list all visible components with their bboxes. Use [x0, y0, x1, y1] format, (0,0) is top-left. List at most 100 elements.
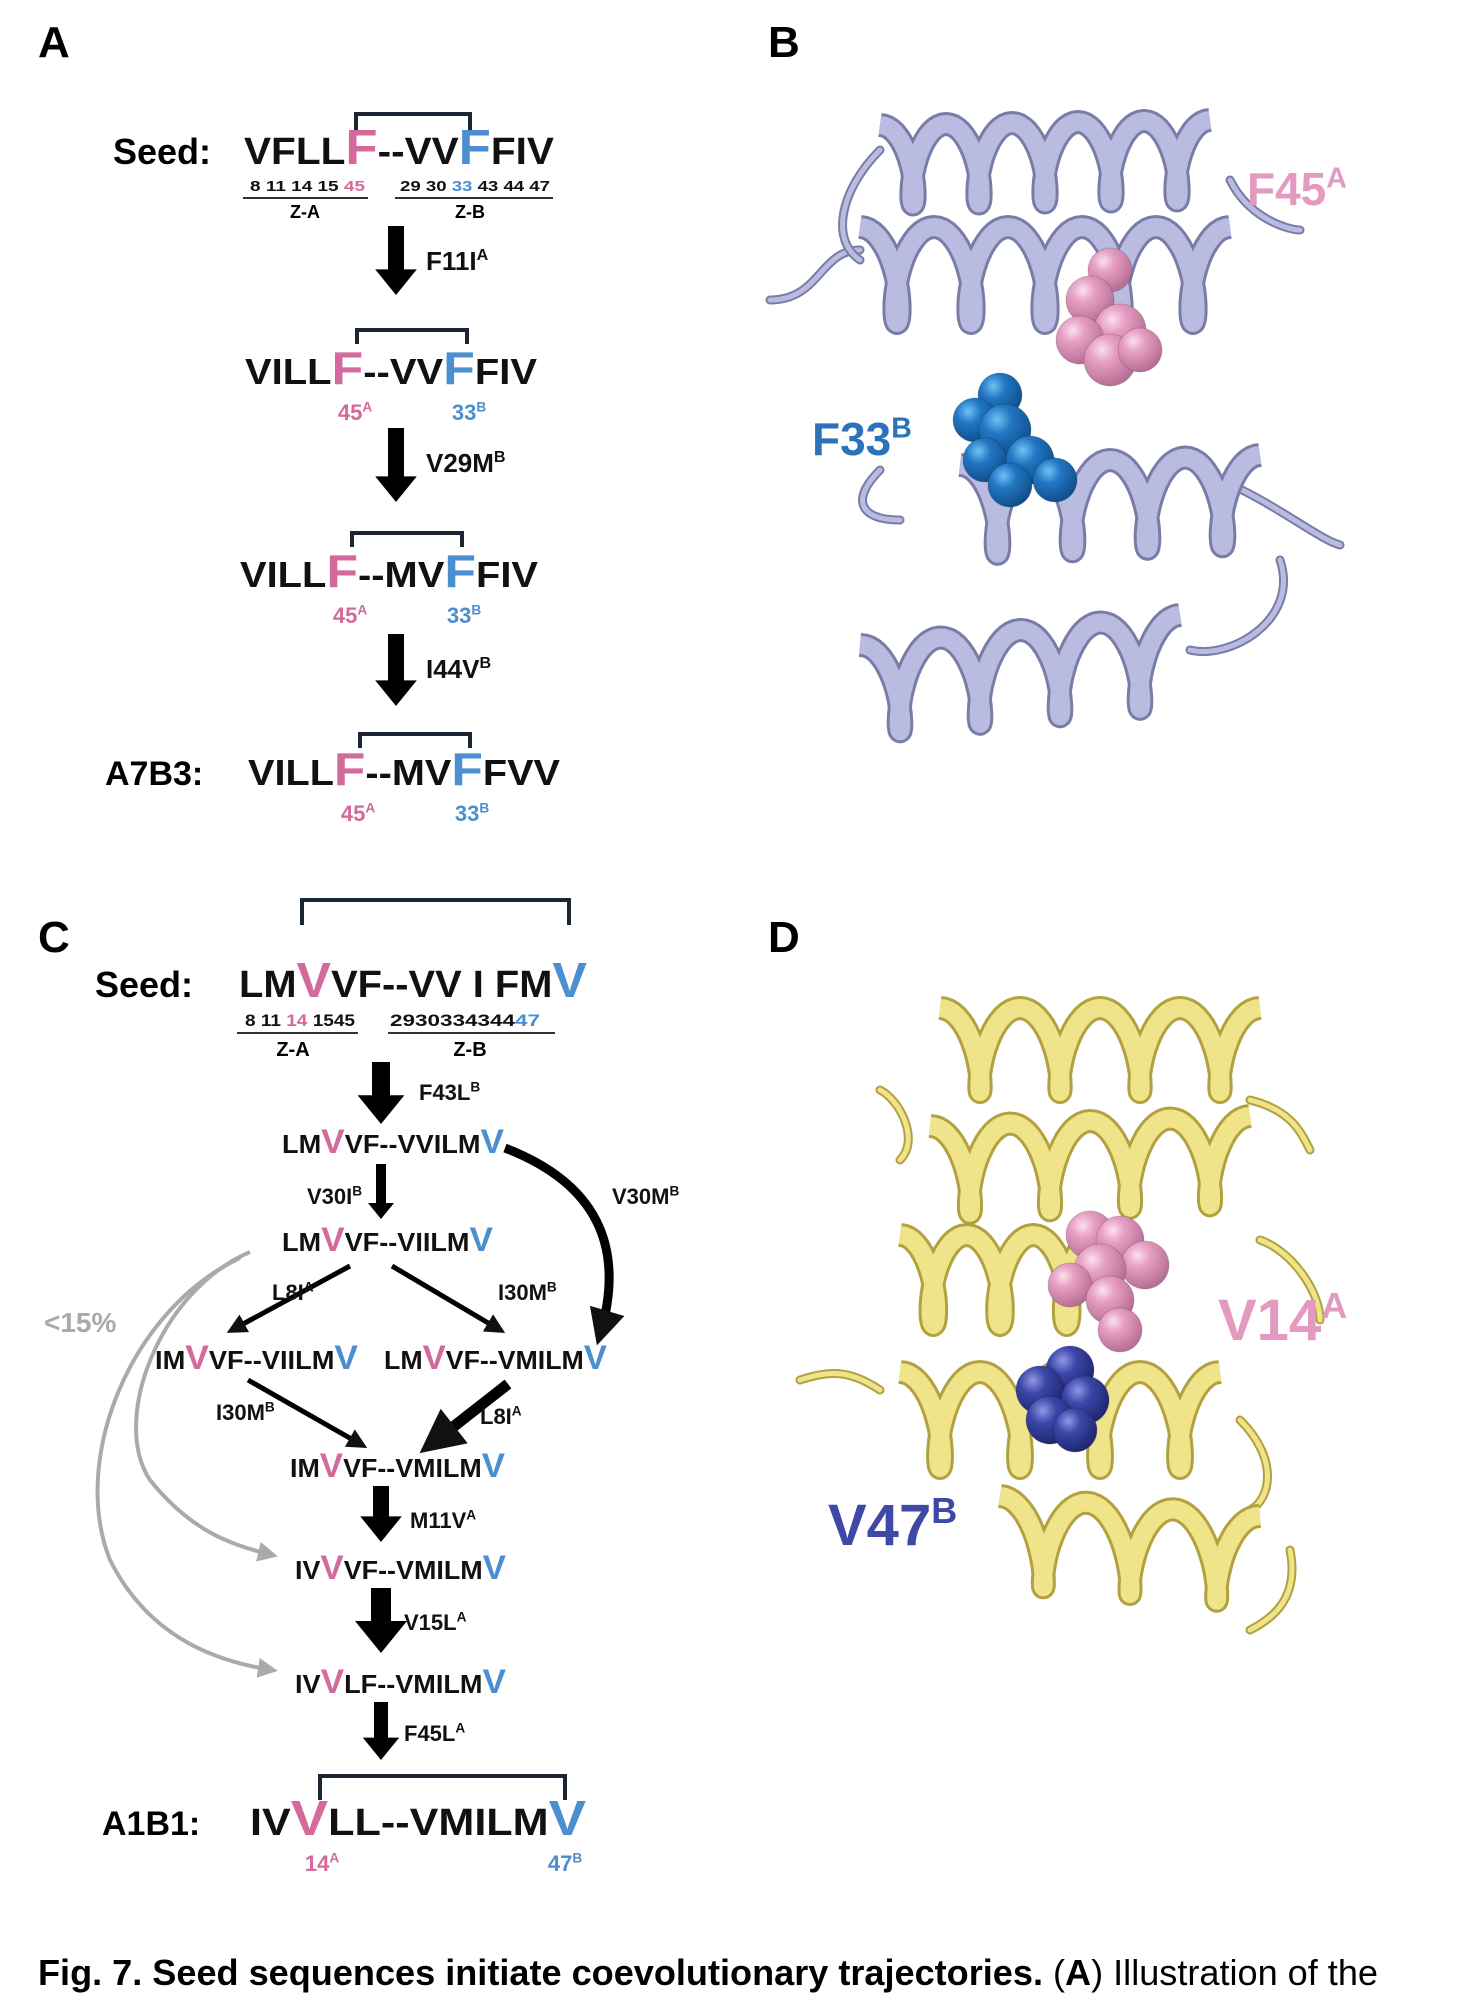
protein-loop [1227, 177, 1303, 233]
domain-label-za-c: Z-A [276, 1039, 309, 1061]
highlighted-residue: V [480, 1123, 504, 1161]
pink-sphere [1097, 1307, 1143, 1353]
mutation-label: M11VA [410, 1508, 476, 1533]
highlighted-residue: V [320, 1447, 344, 1485]
residue-text: FIV [491, 131, 555, 173]
pink-sphere [1117, 327, 1163, 373]
mutation-label: V15LA [404, 1610, 467, 1635]
pair-label-a: 14A [305, 1851, 339, 1876]
residue-text: VF--VV I FM [331, 964, 552, 1006]
residue-text: 8 11 [245, 1011, 286, 1030]
alpha-helix [855, 218, 1235, 332]
residue-numbers-za: 8 11 14 15 45 [250, 178, 365, 195]
highlighted-residue: V [423, 1339, 447, 1377]
residue-label-f45a: F45A [1247, 163, 1347, 215]
residue-text: VF--VIILM [209, 1345, 335, 1375]
seed-label-a: Seed: [113, 131, 211, 172]
minor-path-label: <15% [44, 1307, 116, 1338]
pair-label-b: 33B [452, 400, 486, 425]
residue-text: VF--VVILM [345, 1129, 481, 1159]
diagonal-arrow [246, 1377, 368, 1448]
mutation-label: L8IA [480, 1404, 522, 1429]
blue-sphere [1032, 457, 1078, 503]
residue-text: FIV [476, 554, 538, 595]
caption-title: Fig. 7. Seed sequences initiate coevolut… [38, 1952, 1043, 1993]
pair-bracket [300, 898, 571, 925]
down-arrow-icon [357, 1062, 405, 1124]
minor-path-arrow [95, 1256, 278, 1678]
highlighted-residue: F [345, 120, 377, 175]
alpha-helix [925, 1107, 1255, 1222]
highlighted-residue: F [332, 342, 364, 394]
residue-text: IM [155, 1345, 185, 1375]
residue-text: VILL [245, 351, 332, 392]
residue-text: LM [239, 964, 297, 1006]
pair-bracket [354, 112, 472, 130]
residue-text: --MV [365, 752, 451, 793]
pair-bracket [318, 1774, 567, 1800]
diagonal-arrow [390, 1263, 506, 1334]
mutation-label: F43LB [419, 1080, 480, 1105]
mutation-label: F45LA [404, 1721, 465, 1746]
domain-label-zb: Z-B [455, 202, 485, 222]
highlighted-residue: V [482, 1447, 506, 1485]
highlighted-residue: V [470, 1221, 494, 1259]
pair-bracket [358, 732, 472, 748]
protein-loop [840, 147, 883, 263]
down-arrow-icon [375, 634, 417, 706]
protein-loop [1257, 1237, 1323, 1323]
pair-bracket [355, 328, 469, 344]
highlighted-residue: F [451, 743, 483, 795]
residue-text: --VV [363, 351, 443, 392]
residue-text: 43 44 47 [472, 178, 550, 195]
down-arrow-icon [368, 1164, 394, 1219]
pair-label-b: 47B [548, 1851, 582, 1876]
caption-paren: ( [1043, 1952, 1065, 1993]
protein-structure-b [765, 108, 1345, 744]
residue-text: 8 11 14 15 [250, 178, 344, 195]
curved-arrow [503, 1143, 625, 1346]
residue-text: VF--VIILM [345, 1227, 470, 1257]
highlighted-residue: V [483, 1549, 507, 1587]
protein-loop [1187, 557, 1286, 654]
residue-text: VILL [248, 752, 334, 793]
highlighted-residue: V [185, 1339, 209, 1377]
highlighted-residue: F [326, 545, 358, 597]
residue-text: 2930334344 [390, 1011, 516, 1030]
residue-text: LL--VMILM [328, 1802, 548, 1844]
residue-text: LF--VMILM [344, 1669, 482, 1699]
loop-outline [1245, 1095, 1315, 1155]
alpha-helix [995, 1487, 1265, 1610]
protein-loop [860, 467, 903, 523]
highlighted-residue: F [443, 342, 475, 394]
pink-sphere [1047, 1262, 1093, 1308]
final-label-a7b3: A7B3: [105, 755, 203, 793]
residue-numbers-za-c: 8 11 14 1545 [245, 1011, 355, 1030]
panel-label-d: D [768, 913, 800, 962]
residue-text: 1545 [307, 1011, 355, 1030]
mutation-label: I44VB [426, 654, 491, 684]
pair-label-b: 33B [447, 603, 481, 628]
caption-text: ) Illustration of the [1091, 1952, 1378, 1993]
down-arrow-icon [362, 1702, 400, 1760]
mutation-label: V30IB [307, 1184, 362, 1209]
alpha-helix [935, 999, 1265, 1101]
diagonal-arrow [226, 1263, 352, 1333]
highlighted-residue: V [291, 1791, 328, 1846]
pair-label-a: 45A [338, 400, 372, 425]
highlighted-residue: F [334, 743, 366, 795]
residue-text: IV [250, 1802, 292, 1844]
alpha-helix [955, 446, 1265, 563]
loop-outline [1185, 555, 1288, 656]
blue-sphere [987, 462, 1033, 508]
